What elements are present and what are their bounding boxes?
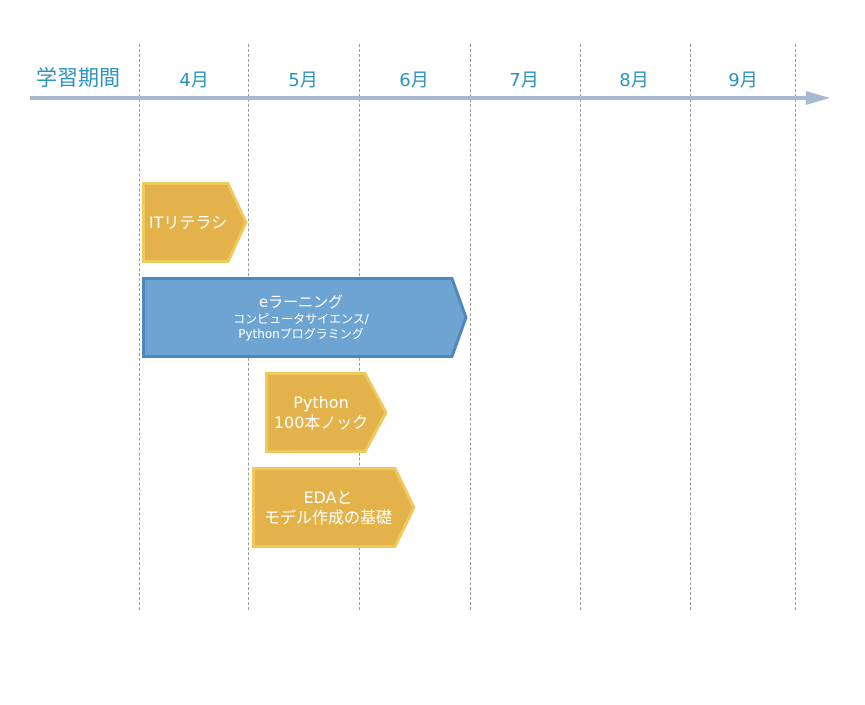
month-divider — [139, 44, 140, 610]
month-divider — [580, 44, 581, 610]
course-label: Python 100本ノック — [265, 372, 377, 453]
month-label-sep: 9月 — [728, 70, 758, 91]
month-label-jul: 7月 — [509, 70, 539, 91]
course-subtitle: Pythonプログラミング — [238, 326, 364, 341]
course-label: eラーニング コンピュータサイエンス/ Pythonプログラミング — [142, 277, 460, 358]
course-title: モデル作成の基礎 — [263, 507, 392, 527]
month-label-may: 5月 — [288, 70, 318, 91]
chevron-shape — [142, 182, 248, 263]
chevron-shape — [265, 372, 388, 453]
course-bar-it-literacy: ITリテラシ — [142, 182, 248, 263]
month-label-jun: 6月 — [399, 70, 429, 91]
course-label: EDAと モデル作成の基礎 — [252, 467, 404, 548]
month-divider — [690, 44, 691, 610]
timeline-arrow-head — [806, 91, 830, 105]
course-title: ITリテラシ — [148, 212, 228, 232]
course-subtitle: コンピュータサイエンス/ — [233, 311, 369, 326]
chevron-shape — [252, 467, 416, 548]
course-bar-python-100: Python 100本ノック — [265, 372, 388, 453]
month-label-apr: 4月 — [179, 70, 209, 91]
month-divider — [470, 44, 471, 610]
month-label-aug: 8月 — [619, 70, 649, 91]
course-title: EDAと — [303, 487, 353, 507]
course-bar-eda: EDAと モデル作成の基礎 — [252, 467, 416, 548]
course-label: ITリテラシ — [142, 182, 234, 263]
chevron-shape — [142, 277, 468, 358]
axis-title: 学習期間 — [36, 66, 120, 90]
course-title: Python — [293, 392, 349, 412]
course-title: eラーニング — [258, 293, 344, 312]
timeline-axis — [30, 96, 808, 100]
course-bar-elearning: eラーニング コンピュータサイエンス/ Pythonプログラミング — [142, 277, 468, 358]
month-divider — [795, 44, 796, 610]
course-title: 100本ノック — [273, 412, 369, 432]
